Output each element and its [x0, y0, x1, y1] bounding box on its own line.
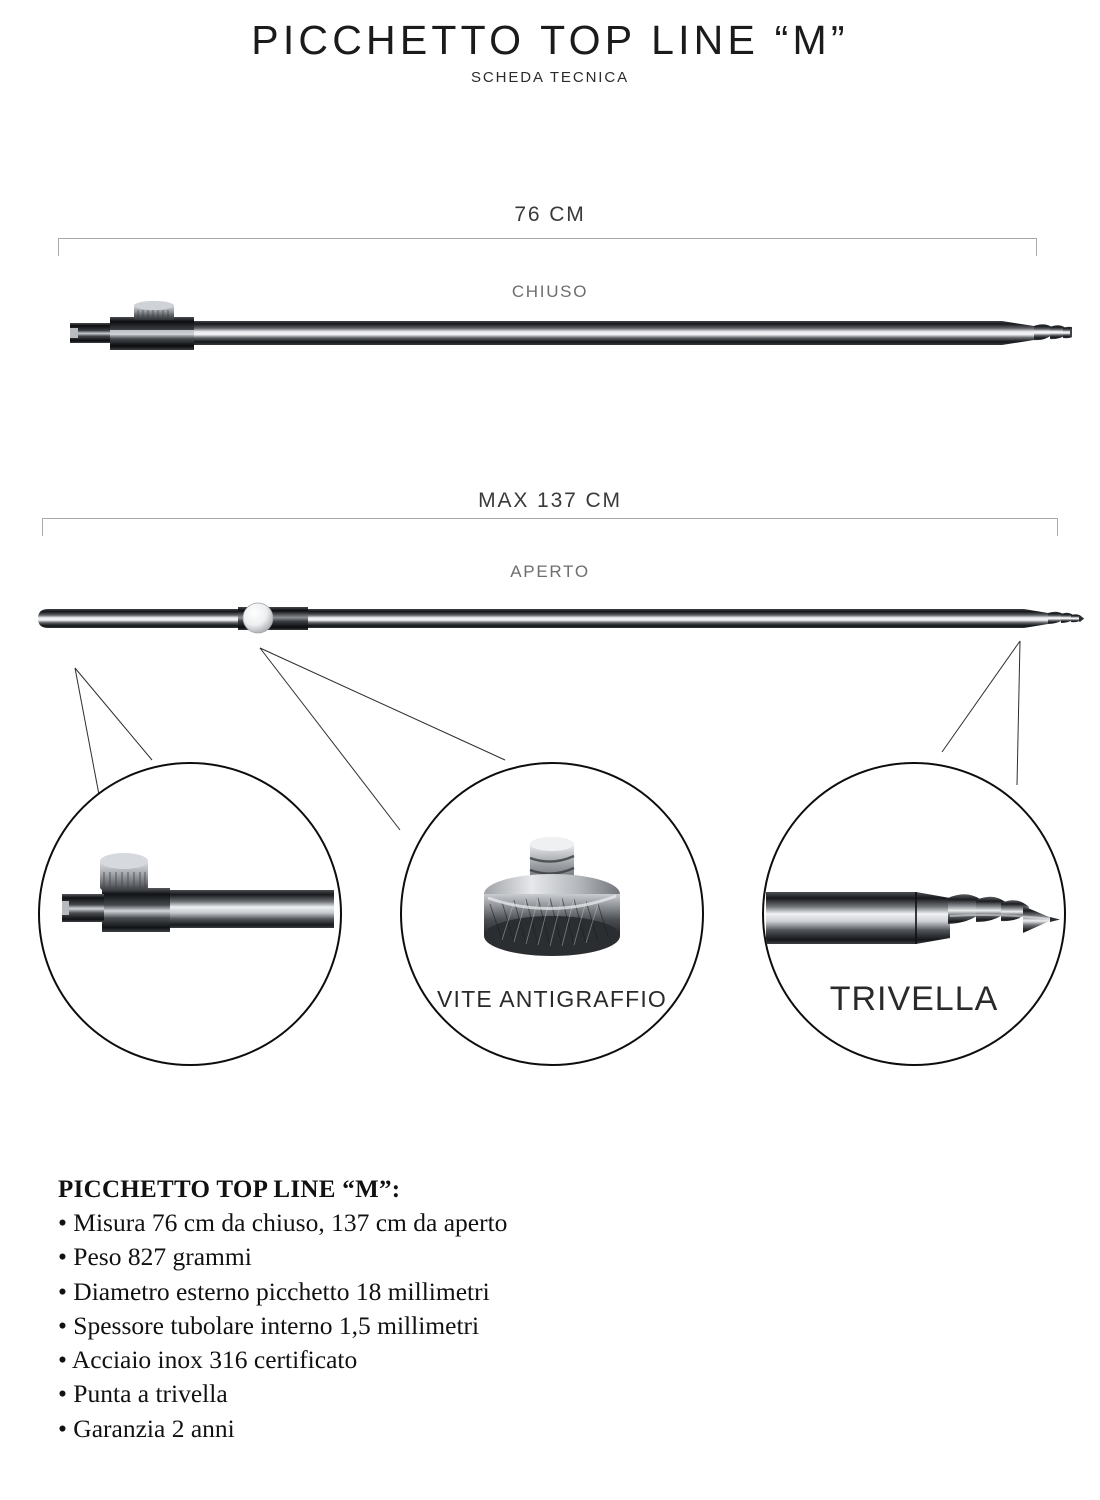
- stake-open-image: [36, 596, 1084, 642]
- page-header: PICCHETTO TOP LINE “M” SCHEDA TECNICA: [0, 17, 1100, 86]
- stake-closed-image: [62, 300, 1078, 368]
- dimension-label-closed: 76 CM: [514, 203, 586, 226]
- spec-item: • Diametro esterno picchetto 18 millimet…: [58, 1276, 490, 1306]
- state-label-closed: CHIUSO: [511, 282, 589, 301]
- page-subtitle: SCHEDA TECNICA: [470, 68, 630, 86]
- detail-caption-screw: VITE ANTIGRAFFIO: [436, 986, 668, 1012]
- page-title: PICCHETTO TOP LINE “M”: [251, 17, 849, 63]
- spec-item: • Peso 827 grammi: [58, 1242, 252, 1272]
- dimension-bracket-open: [42, 518, 1058, 536]
- detail-circle-screw: VITE ANTIGRAFFIO: [400, 762, 704, 1066]
- dimension-label-open: MAX 137 CM: [478, 489, 622, 512]
- spec-item: • Misura 76 cm da chiuso, 137 cm da aper…: [58, 1208, 508, 1237]
- detail-circle-auger: TRIVELLA: [762, 762, 1066, 1066]
- specifications-block: PICCHETTO TOP LINE “M”: • Misura 76 cm d…: [58, 1176, 758, 1446]
- spec-item: • Acciaio inox 316 certificato: [58, 1345, 358, 1375]
- spec-item: • Punta a trivella: [58, 1379, 228, 1409]
- detail-circle-collar: [38, 762, 342, 1066]
- specs-title: PICCHETTO TOP LINE “M”:: [58, 1176, 401, 1203]
- spec-item: • Garanzia 2 anni: [58, 1413, 235, 1443]
- state-label-open: APERTO: [510, 562, 590, 581]
- spec-item: • Spessore tubolare interno 1,5 millimet…: [58, 1310, 480, 1340]
- detail-caption-auger: TRIVELLA: [829, 980, 999, 1018]
- dimension-bracket-closed: [58, 238, 1037, 256]
